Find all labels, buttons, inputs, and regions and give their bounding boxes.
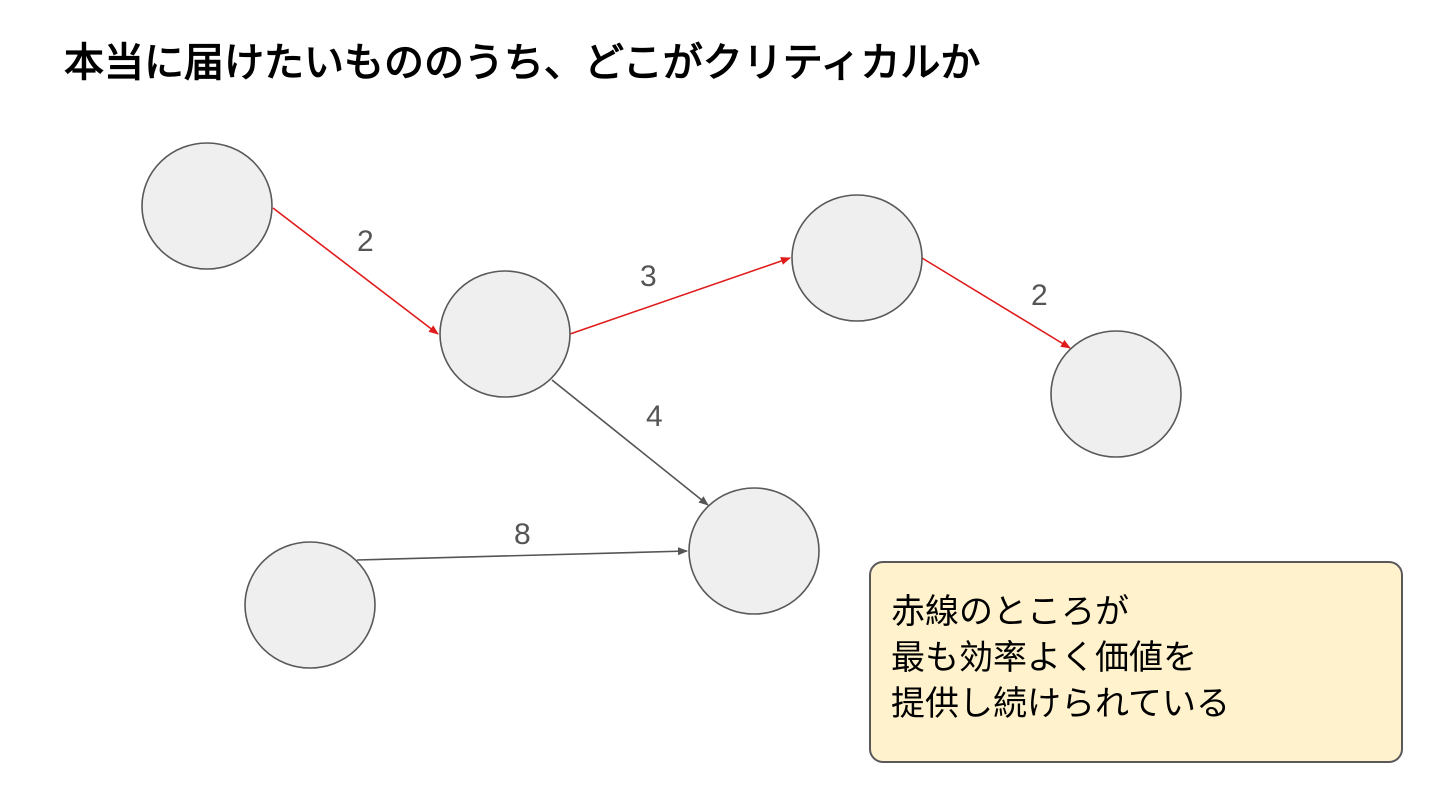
edge-weight-label: 3 <box>640 260 657 293</box>
note-line: 赤線のところが <box>891 592 1129 632</box>
edge-n3-n4 <box>921 257 1071 349</box>
node-n2 <box>439 270 571 398</box>
node-n1 <box>141 142 273 270</box>
edge-weight-label: 8 <box>514 518 531 551</box>
edge-n1-n2 <box>272 207 439 335</box>
edge-n6-n5 <box>356 547 688 561</box>
edge-weight-label: 4 <box>646 400 663 433</box>
note-line: 最も効率よく価値を <box>891 638 1197 678</box>
edge-weight-label: 2 <box>357 225 374 258</box>
page-title: 本当に届けたいもののうち、どこがクリティカルか <box>64 40 981 86</box>
note-line: 提供し続けられている <box>891 684 1230 724</box>
node-n6 <box>244 541 376 669</box>
node-n3 <box>791 194 923 322</box>
node-n5 <box>688 487 820 615</box>
edge-weight-label: 2 <box>1031 279 1048 312</box>
node-n4 <box>1050 330 1182 458</box>
edge-n2-n3 <box>569 257 791 335</box>
edge-n2-n5 <box>551 379 709 506</box>
note-callout: 赤線のところが 最も効率よく価値を 提供し続けられている <box>869 561 1403 763</box>
